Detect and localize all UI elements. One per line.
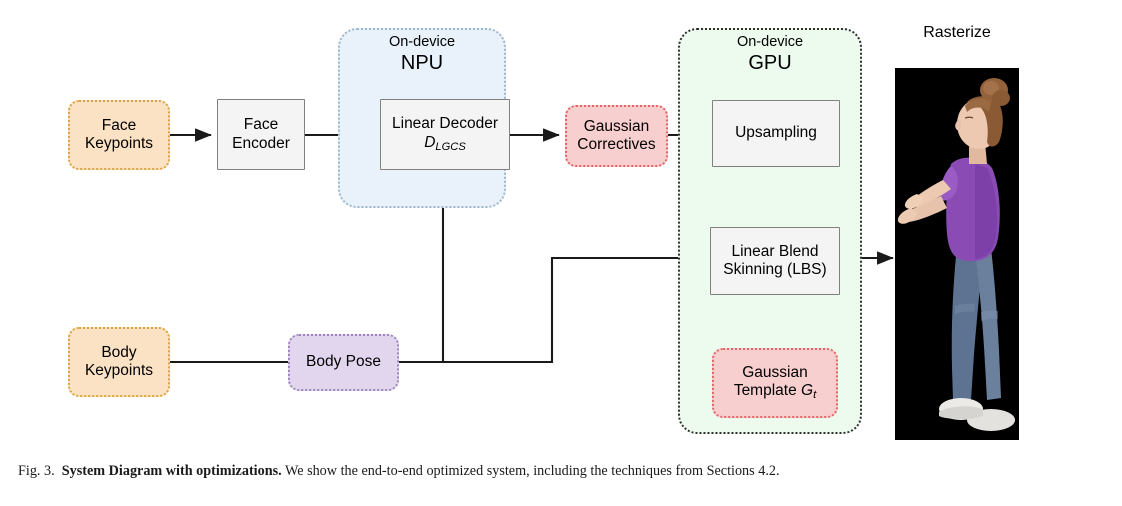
node-body-pose[interactable]: Body Pose bbox=[288, 334, 399, 391]
lbs-line1: Linear Blend bbox=[731, 242, 819, 260]
body-pose-label: Body Pose bbox=[306, 353, 381, 371]
node-upsampling[interactable]: Upsampling bbox=[712, 100, 840, 167]
figure-caption: Fig. 3. System Diagram with optimization… bbox=[18, 462, 1108, 481]
node-body-keypoints[interactable]: Body Keypoints bbox=[68, 327, 170, 397]
caption-title: System Diagram with optimizations. bbox=[61, 463, 282, 479]
region-npu-subtitle: On-device bbox=[388, 34, 456, 50]
gaussian-template-line2: Template Gt bbox=[733, 382, 817, 402]
region-gpu-title: On-device GPU bbox=[678, 34, 862, 75]
body-keypoints-line2: Keypoints bbox=[84, 362, 154, 379]
region-gpu-name: GPU bbox=[748, 51, 792, 74]
lbs-line2: Skinning (LBS) bbox=[723, 261, 827, 278]
node-face-encoder[interactable]: Face Encoder bbox=[217, 99, 305, 170]
caption-body: We show the end-to-end optimized system,… bbox=[284, 463, 780, 479]
caption-prefix: Fig. 3. bbox=[18, 463, 55, 479]
linear-decoder-symbol: DLGCS bbox=[424, 133, 466, 153]
node-gaussian-template[interactable]: Gaussian Template Gt bbox=[712, 348, 838, 418]
region-npu-title: On-device NPU bbox=[338, 34, 506, 75]
rendered-avatar-panel bbox=[895, 68, 1019, 440]
gaussian-correctives-line1: Gaussian bbox=[583, 117, 650, 135]
gaussian-correctives-line2: Correctives bbox=[577, 136, 656, 153]
region-gpu-subtitle: On-device bbox=[736, 34, 804, 50]
region-npu-name: NPU bbox=[400, 51, 444, 74]
linear-decoder-line1: Linear Decoder bbox=[392, 115, 498, 133]
face-keypoints-line1: Face bbox=[101, 116, 137, 134]
face-encoder-line1: Face bbox=[243, 116, 279, 134]
node-linear-blend-skinning[interactable]: Linear Blend Skinning (LBS) bbox=[710, 227, 840, 295]
node-face-keypoints[interactable]: Face Keypoints bbox=[68, 100, 170, 170]
avatar-illustration bbox=[895, 68, 1019, 440]
upsampling-label: Upsampling bbox=[735, 124, 817, 142]
avatar-figure bbox=[897, 78, 1015, 431]
face-keypoints-line2: Keypoints bbox=[84, 135, 154, 152]
linear-decoder-var: D bbox=[424, 133, 436, 151]
gaussian-template-var: G bbox=[801, 382, 814, 399]
node-linear-decoder[interactable]: Linear Decoder DLGCS bbox=[380, 99, 510, 170]
linear-decoder-subscript: LGCS bbox=[435, 140, 466, 153]
face-encoder-line2: Encoder bbox=[232, 134, 290, 152]
node-gaussian-correctives[interactable]: Gaussian Correctives bbox=[565, 105, 668, 167]
gaussian-template-pre: Template bbox=[733, 382, 802, 399]
body-keypoints-line1: Body bbox=[101, 343, 137, 361]
gaussian-template-subscript: t bbox=[813, 389, 817, 402]
rasterize-label: Rasterize bbox=[923, 24, 991, 41]
edge-body-pose-to-lbs bbox=[399, 251, 705, 364]
gaussian-template-line1: Gaussian bbox=[742, 363, 808, 381]
